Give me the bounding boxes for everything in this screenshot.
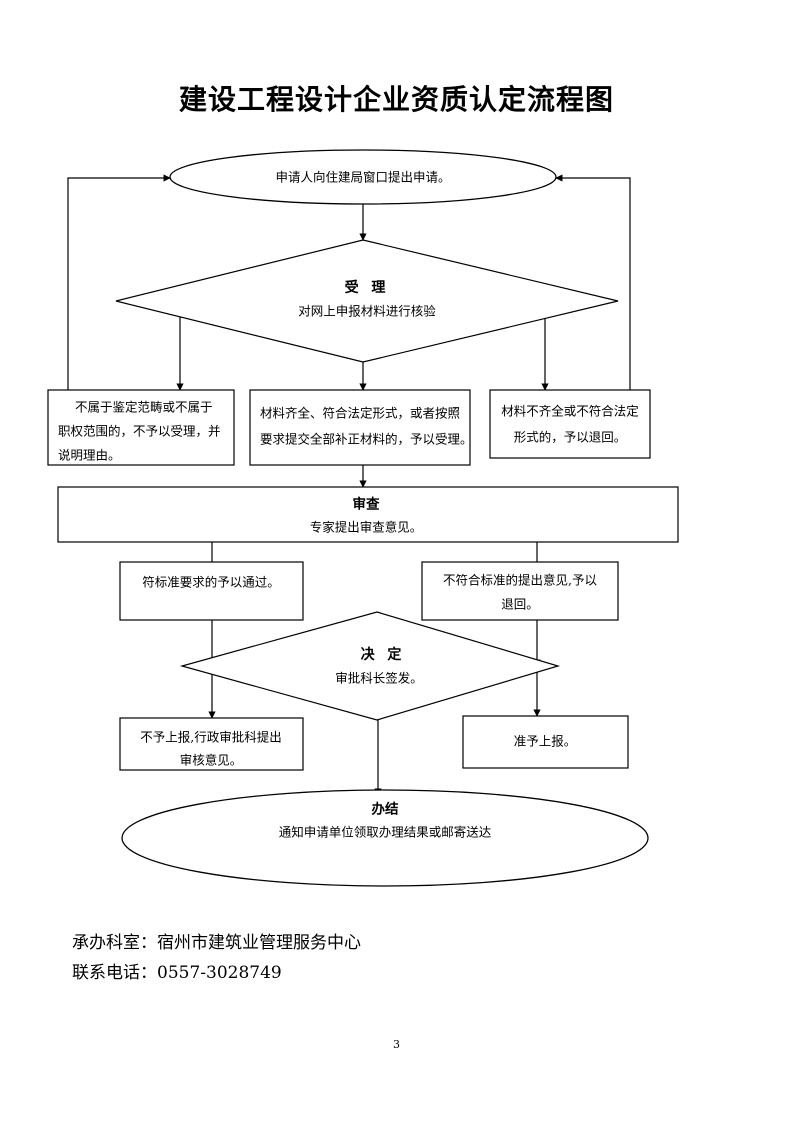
node-box2-line1: 材料齐全、符合法定形式，或者按照 (260, 406, 460, 421)
node-box7-line1: 准予上报。 (514, 734, 577, 749)
node-end-subtext: 通知申请单位领取办理结果或邮寄送达 (279, 825, 492, 840)
connector-box1-return-to-start (67, 174, 171, 465)
node-box5-line1: 不符合标准的提出意见,予以 (443, 573, 597, 588)
node-accept-subtext: 对网上申报材料进行核验 (298, 304, 436, 319)
footer-contact-block: 承办科室：宿州市建筑业管理服务中心 联系电话：0557-3028749 (72, 928, 361, 988)
node-not-in-scope-box[interactable] (47, 389, 235, 466)
node-returned-box[interactable] (489, 389, 651, 459)
page-number: 3 (393, 1038, 400, 1051)
node-accept-diamond[interactable] (115, 239, 619, 363)
node-end-heading: 办结 (372, 801, 399, 818)
node-box5-line2: 退回。 (501, 597, 539, 612)
node-decide-diamond[interactable] (179, 611, 561, 721)
node-box3-line1: 材料不齐全或不符合法定 (501, 404, 639, 419)
node-accept-heading: 受 理 (345, 279, 390, 296)
node-review-box[interactable] (57, 486, 679, 543)
node-box3-line2: 形式的，予以退回。 (514, 430, 627, 445)
node-box6-line1: 不予上报,行政审批科提出 (140, 730, 281, 745)
node-pass-box[interactable] (119, 561, 304, 621)
node-review-subtext: 专家提出审查意见。 (310, 520, 423, 535)
footer-department: 承办科室：宿州市建筑业管理服务中心 (72, 933, 361, 953)
node-box1-line3: 说明理由。 (58, 448, 121, 463)
node-start-ellipse[interactable] (169, 149, 557, 205)
node-box4-line1: 符标准要求的予以通过。 (142, 575, 280, 590)
node-review-heading: 审查 (353, 496, 380, 513)
connector-box3-return-to-start (555, 174, 631, 390)
node-box6-line2: 审核意见。 (180, 753, 243, 768)
node-box2-line2: 要求提交全部补正材料的，予以受理。 (260, 432, 473, 447)
node-end-ellipse[interactable] (121, 789, 649, 887)
node-reject-opinion-box[interactable] (421, 561, 619, 621)
node-box1-line2: 职权范围的，不予以受理，并 (58, 424, 221, 439)
node-box1-line1: 不属于鉴定范畴或不属于 (75, 400, 213, 415)
node-start-label: 申请人向住建局窗口提出申请。 (275, 170, 450, 185)
node-decide-heading: 决 定 (361, 646, 406, 663)
node-decide-subtext: 审批科长签发。 (335, 671, 423, 686)
node-accepted-box[interactable] (249, 389, 471, 466)
footer-phone: 联系电话：0557-3028749 (72, 963, 282, 983)
page-title: 建设工程设计企业资质认定流程图 (178, 83, 614, 116)
node-approve-report-box[interactable] (462, 715, 629, 769)
node-no-report-box[interactable] (119, 717, 304, 771)
